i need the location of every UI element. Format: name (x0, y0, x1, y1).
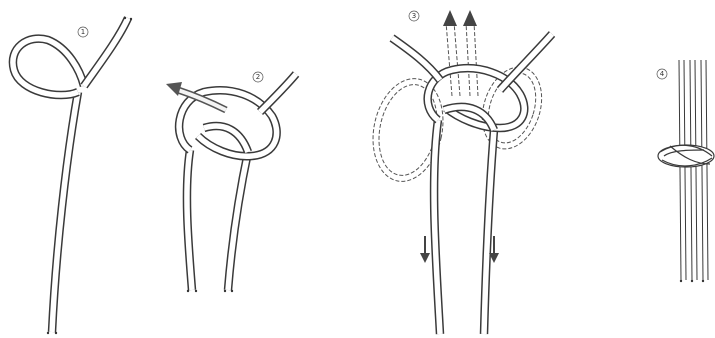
step-4-strand-3 (701, 60, 703, 280)
step-3-up-arrow-left (443, 10, 457, 26)
step-3-up-arrow-right (463, 10, 477, 26)
step-1-figure: 1 (13, 17, 132, 334)
step-4-figure: 4 (657, 60, 714, 282)
step-number-4: 4 (660, 70, 665, 78)
step-3-dashed-end-left (446, 22, 452, 96)
step-number-3: 3 (412, 12, 416, 20)
step-number-2: 2 (256, 73, 260, 81)
step-4-strand-2 (690, 60, 692, 280)
step-2-figure: 2 (166, 72, 296, 292)
step-4-tight-knot (658, 145, 714, 167)
step-3-figure: 3 (364, 10, 552, 334)
step-4-strand-1 (679, 60, 681, 280)
step-3-dashed-end-right (466, 22, 470, 96)
step-number-1: 1 (81, 28, 85, 36)
